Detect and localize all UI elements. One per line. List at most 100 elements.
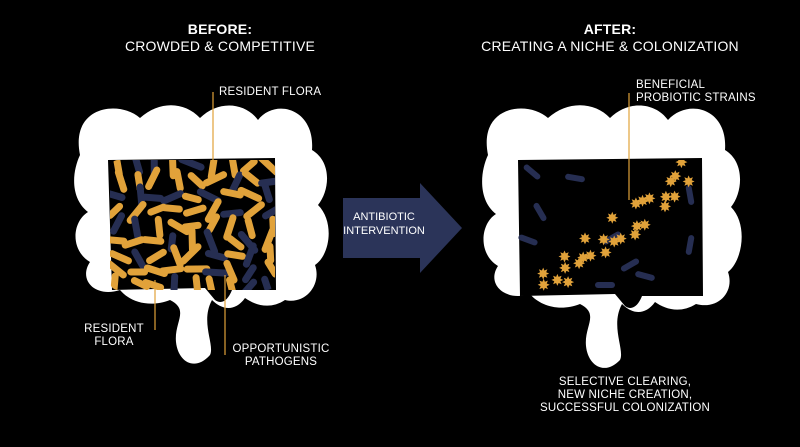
resident-flora-rod [145, 166, 161, 191]
pathogen-rod [131, 160, 144, 176]
before-bacteria-cluster [110, 160, 275, 290]
after-title: AFTER: [583, 21, 637, 37]
label-resident-line1: RESIDENT [84, 323, 144, 335]
probiotic-star [562, 276, 575, 289]
label-resident-line2: FLORA [94, 336, 134, 349]
resident-flora-rod [121, 236, 146, 249]
pathogen-rod [242, 264, 257, 284]
pathogen-rod [261, 275, 273, 290]
label-probiotic-line1: BENEFICIAL [636, 79, 706, 91]
probiotic-star [537, 267, 550, 280]
resident-flora-rod [167, 218, 191, 236]
antibiotic-arrow [343, 183, 462, 273]
probiotic-star [579, 232, 591, 245]
pathogen-rod [523, 164, 541, 180]
resident-flora-rod [179, 243, 202, 265]
label-pathogens-line2: PATHOGENS [244, 356, 318, 369]
pathogen-rod [242, 242, 257, 268]
resident-flora-rod [264, 258, 275, 278]
probiotic-star [659, 190, 672, 203]
resident-flora-rod [237, 186, 263, 202]
probiotic-star [629, 228, 642, 241]
probiotic-star [584, 249, 597, 262]
pathogen-rod [131, 215, 142, 240]
label-resident-flora-top: RESIDENT FLORA [219, 86, 322, 98]
probiotic-star [537, 278, 550, 291]
resident-flora-rod [243, 201, 265, 220]
resident-flora-rod [220, 188, 244, 199]
resident-flora-rod [110, 236, 128, 245]
pathogen-rod [220, 209, 244, 218]
pathogen-rod [565, 173, 585, 183]
probiotic-star [577, 251, 590, 264]
resident-flora-rod [205, 275, 217, 290]
after-caption: SELECTIVE CLEARING, NEW NICHE CREATION, … [520, 376, 730, 416]
resident-flora-rod [202, 171, 228, 187]
resident-flora-rod [110, 272, 119, 290]
resident-flora-rod [206, 213, 221, 234]
probiotic-star [682, 175, 695, 188]
probiotic-star [597, 233, 610, 246]
pathogen-rod [110, 212, 126, 235]
probiotic-star [668, 190, 681, 203]
resident-flora-rod [110, 260, 127, 279]
resident-flora-rod [181, 192, 202, 204]
pathogen-rod [203, 228, 219, 255]
resident-flora-rod [224, 250, 246, 260]
resident-flora-rod [187, 172, 206, 190]
pathogen-rod [620, 258, 640, 272]
probiotic-star [659, 200, 671, 213]
pathogen-rod [170, 273, 179, 290]
label-probiotic-line2: PROBIOTIC STRAINS [636, 92, 756, 105]
resident-flora-rod [192, 274, 202, 290]
resident-flora-rod [257, 160, 275, 176]
resident-flora-rod [154, 215, 164, 239]
after-bacteria-cluster [518, 160, 695, 291]
resident-flora-rod [141, 236, 165, 245]
pathogen-rod [685, 235, 695, 255]
resident-flora-rod [160, 204, 183, 213]
arrow-label-line2: INTERVENTION [343, 224, 425, 237]
label-opportunistic-pathogens: OPPORTUNISTIC PATHOGENS [226, 343, 336, 369]
before-title: BEFORE: [187, 21, 253, 37]
pathogen-rod [261, 182, 273, 204]
probiotic-star [599, 246, 612, 259]
probiotic-star [675, 160, 688, 169]
pathogen-rod [262, 203, 275, 220]
probiotic-star [630, 220, 643, 233]
probiotic-star [669, 170, 682, 183]
probiotic-star [638, 218, 651, 231]
resident-flora-rod [244, 216, 256, 240]
resident-flora-rod [228, 160, 239, 179]
pathogen-rod [533, 202, 547, 222]
pathogen-rod [110, 189, 126, 201]
pathogen-rod [685, 185, 695, 205]
caption-line2: NEW NICHE CREATION, [557, 389, 693, 402]
resident-flora-rod [183, 204, 207, 217]
caption-line3: SUCCESSFUL COLONIZATION [539, 402, 711, 415]
pathogen-rod [160, 190, 185, 205]
arrow-label-line1: ANTIBIOTIC [353, 211, 415, 223]
pathogen-rod [141, 193, 165, 202]
resident-flora-rod [226, 235, 245, 251]
resident-flora-rod [146, 248, 167, 265]
caption-line1: SELECTIVE CLEARING, [558, 376, 692, 388]
resident-flora-rod [266, 242, 275, 264]
probiotic-star [606, 211, 619, 224]
resident-flora-rod [204, 198, 222, 223]
after-intestine [482, 105, 742, 368]
resident-flora-rod [159, 265, 185, 275]
resident-flora-rod [114, 168, 128, 193]
resident-flora-rod [223, 259, 238, 284]
pathogen-rod [595, 282, 615, 288]
probiotic-star [559, 261, 572, 274]
resident-flora-rod [226, 276, 238, 290]
label-beneficial-probiotic: BENEFICIAL PROBIOTIC STRAINS [636, 79, 756, 105]
probiotic-star [551, 273, 564, 286]
label-resident-flora-bottom: RESIDENT FLORA [84, 323, 144, 349]
resident-flora-rod [223, 214, 237, 241]
resident-flora-rod [110, 202, 124, 219]
probiotic-star [558, 250, 571, 263]
resident-flora-rod [142, 279, 165, 290]
